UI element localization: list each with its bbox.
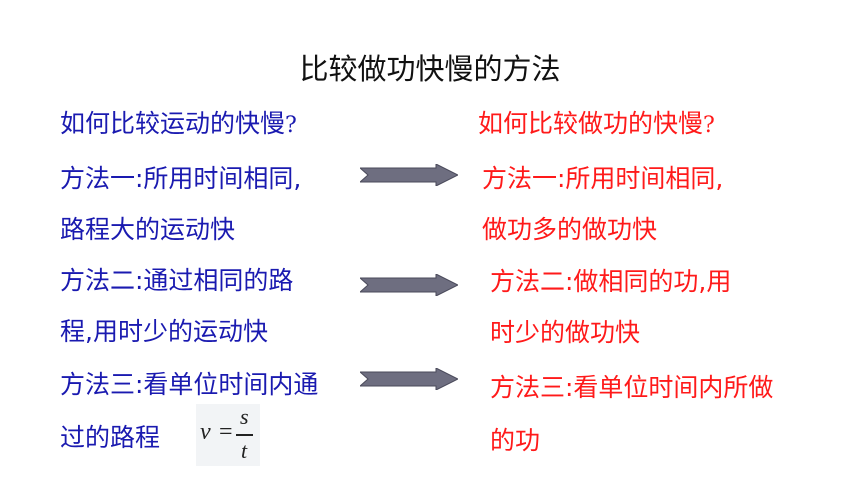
left-method1-line1: 方法一:所用时间相同, [60, 164, 302, 193]
right-arrow-icon [360, 274, 458, 296]
left-method2-line1: 方法二:通过相同的路 [60, 266, 294, 295]
speed-formula: v = s t [196, 404, 260, 466]
right-method3-line2: 的功 [490, 426, 541, 455]
left-question-text: 如何比较运动的快慢 [60, 109, 286, 138]
formula-equals: = [219, 419, 233, 445]
left-method3-line2: 过的路程 [60, 423, 161, 452]
left-method1-line2: 路程大的运动快 [60, 215, 236, 244]
formula-denominator: t [241, 438, 248, 463]
formula-lhs: v [200, 419, 211, 445]
left-question: 如何比较运动的快慢? [60, 104, 297, 140]
right-question-text: 如何比较做功的快慢 [478, 109, 704, 138]
left-method3-line1: 方法三:看单位时间内通 [60, 370, 319, 399]
right-method3-line1: 方法三:看单位时间内所做 [490, 373, 774, 402]
right-method2-line1: 方法二:做相同的功,用 [490, 267, 732, 296]
slide-title: 比较做功快慢的方法 [299, 52, 561, 86]
right-method2-line2: 时少的做功快 [490, 318, 641, 347]
right-question-mark: ? [703, 113, 715, 138]
formula-fraction-bar [236, 434, 253, 436]
right-arrow-icon [360, 164, 458, 186]
left-question-mark: ? [285, 113, 297, 138]
right-arrow-icon [360, 368, 458, 390]
right-method1-line2: 做功多的做功快 [482, 215, 658, 244]
left-method2-line2: 程,用时少的运动快 [60, 317, 268, 346]
formula-numerator: s [240, 404, 249, 429]
right-method1-line1: 方法一:所用时间相同, [482, 164, 724, 193]
right-question: 如何比较做功的快慢? [478, 104, 715, 140]
